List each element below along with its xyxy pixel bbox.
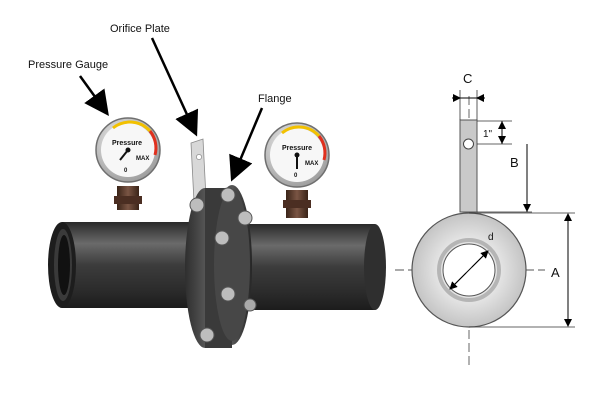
orifice-plate-callout: Orifice Plate — [110, 23, 170, 35]
callouts: Orifice Plate Pressure Gauge Flange — [28, 23, 292, 182]
flange — [185, 185, 252, 348]
dim-one-inch-label: 1" — [483, 129, 493, 140]
right-gauge-zero: 0 — [294, 173, 298, 179]
left-pipe — [48, 222, 192, 308]
right-gauge-max: MAX — [305, 161, 318, 167]
pressure-gauge-callout: Pressure Gauge — [28, 59, 108, 71]
left-gauge-zero: 0 — [124, 168, 128, 174]
right-pressure-gauge: Pressure MAX 0 — [264, 122, 330, 218]
left-gauge-label: Pressure — [112, 140, 142, 147]
dim-c-label: C — [463, 71, 472, 86]
left-gauge-max: MAX — [136, 156, 149, 162]
flange-callout: Flange — [258, 93, 292, 105]
dim-a-label: A — [551, 265, 560, 280]
dimension-drawing: C 1" B A d — [395, 71, 575, 366]
pipe-assembly: Pressure MAX 0 Pressure MAX 0 — [48, 117, 386, 348]
left-pressure-gauge: Pressure MAX 0 — [95, 117, 161, 210]
right-gauge-label: Pressure — [282, 145, 312, 152]
plate-handle — [459, 119, 478, 213]
right-pipe — [245, 224, 386, 310]
flange-bolts — [189, 187, 257, 343]
handle-hole — [463, 138, 474, 150]
dim-b-label: B — [510, 155, 519, 170]
dim-d-label: d — [488, 232, 494, 243]
